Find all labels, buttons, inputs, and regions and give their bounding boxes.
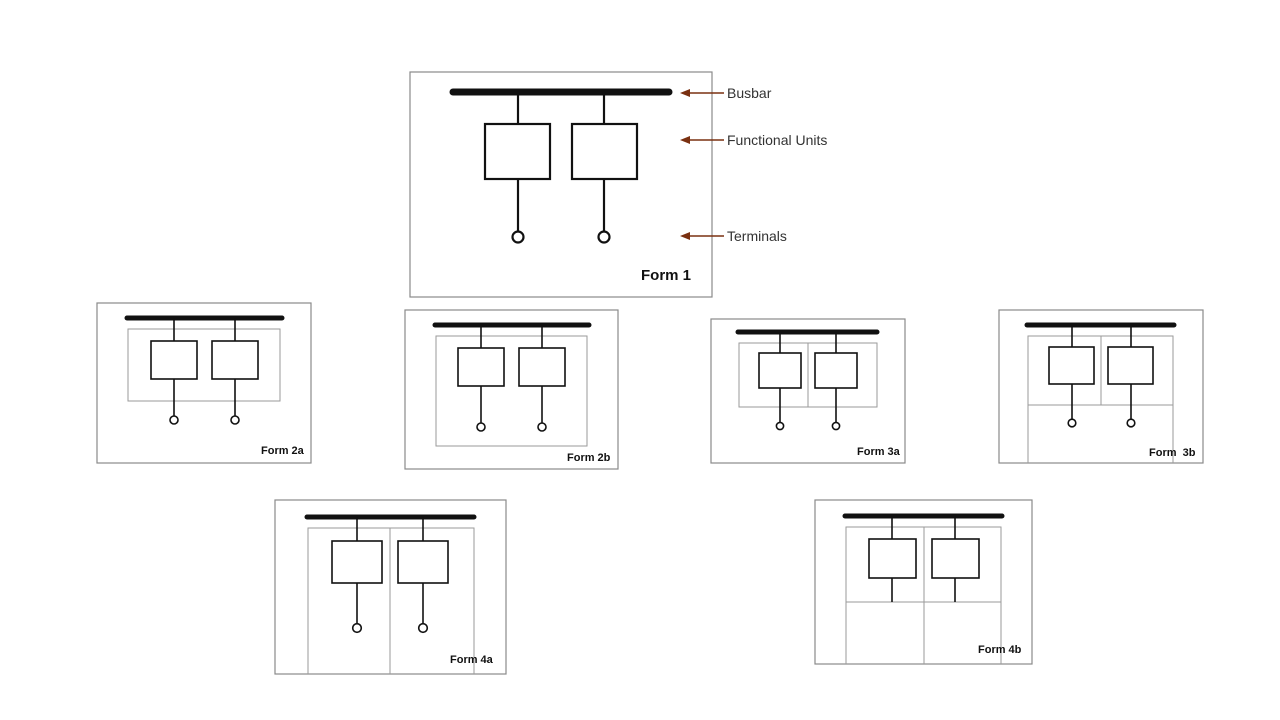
form-4a-terminal: [351, 622, 363, 634]
form-3a-terminal: [775, 421, 785, 431]
callout-terminals-label: Terminals: [727, 228, 787, 244]
form-2a-panel: Form 2a: [96, 302, 312, 464]
form-4b-label: Form 4b: [978, 644, 1022, 656]
callout-busbar-label: Busbar: [727, 85, 772, 101]
callout-functional-units: Functional Units: [680, 132, 827, 148]
form-3a-label: Form 3a: [857, 446, 901, 458]
form-1-terminal: [511, 230, 525, 244]
form-1-functional-unit: [570, 122, 639, 181]
form-2a-terminal: [169, 415, 179, 425]
form-2a-terminal: [230, 415, 240, 425]
form-4a-functional-unit: [331, 540, 383, 584]
callout-functional-units-label: Functional Units: [727, 132, 827, 148]
form-2a-functional-unit: [211, 340, 259, 380]
form-4b-panel: Form 4b: [814, 499, 1033, 665]
form-4b-functional-unit: [868, 538, 917, 579]
form-3b-label: Form 3b: [1149, 447, 1196, 459]
callout-terminals: Terminals: [680, 228, 787, 244]
form-3a-functional-unit: [758, 352, 802, 389]
form-2b-functional-unit: [518, 347, 566, 387]
form-3b-terminal: [1126, 418, 1136, 428]
form-3a-terminal: [831, 421, 841, 431]
form-2b-label: Form 2b: [567, 452, 611, 464]
form-4a-panel: Form 4a: [274, 499, 507, 675]
form-3b-panel: Form 3b: [998, 309, 1204, 464]
form-3a-panel: Form 3a: [710, 318, 906, 464]
form-4a-functional-unit: [397, 540, 449, 584]
form-3b-functional-unit: [1048, 346, 1095, 385]
form-1-terminal: [597, 230, 611, 244]
form-1-panel: Form 1: [409, 71, 713, 298]
form-2a-functional-unit: [150, 340, 198, 380]
form-1-frame: [409, 71, 713, 298]
form-2b-functional-unit: [457, 347, 505, 387]
form-2a-unit-compartment: [127, 328, 281, 402]
form-2b-terminal: [537, 422, 547, 432]
form-2b-terminal: [476, 422, 486, 432]
form-2a-label: Form 2a: [261, 445, 305, 457]
form-2b-panel: Form 2b: [404, 309, 619, 470]
form-2a-frame: [96, 302, 312, 464]
form-2b-unit-terminal-compartment: [435, 335, 588, 447]
form-4b-functional-unit: [931, 538, 980, 579]
form-3b-terminal: [1067, 418, 1077, 428]
form-1-label: Form 1: [641, 267, 691, 284]
callout-arrow-icon: [680, 89, 690, 97]
form-3b-functional-unit: [1107, 346, 1154, 385]
callout-arrow-icon: [680, 136, 690, 144]
callout-arrow-icon: [680, 232, 690, 240]
form-2b-frame: [404, 309, 619, 470]
form-4a-terminal: [417, 622, 429, 634]
form-4a-compartment-outline: [307, 527, 475, 674]
form-3a-functional-unit: [814, 352, 858, 389]
callout-busbar: Busbar: [680, 85, 772, 101]
form-1-functional-unit: [483, 122, 552, 181]
form-4a-label: Form 4a: [450, 654, 494, 666]
